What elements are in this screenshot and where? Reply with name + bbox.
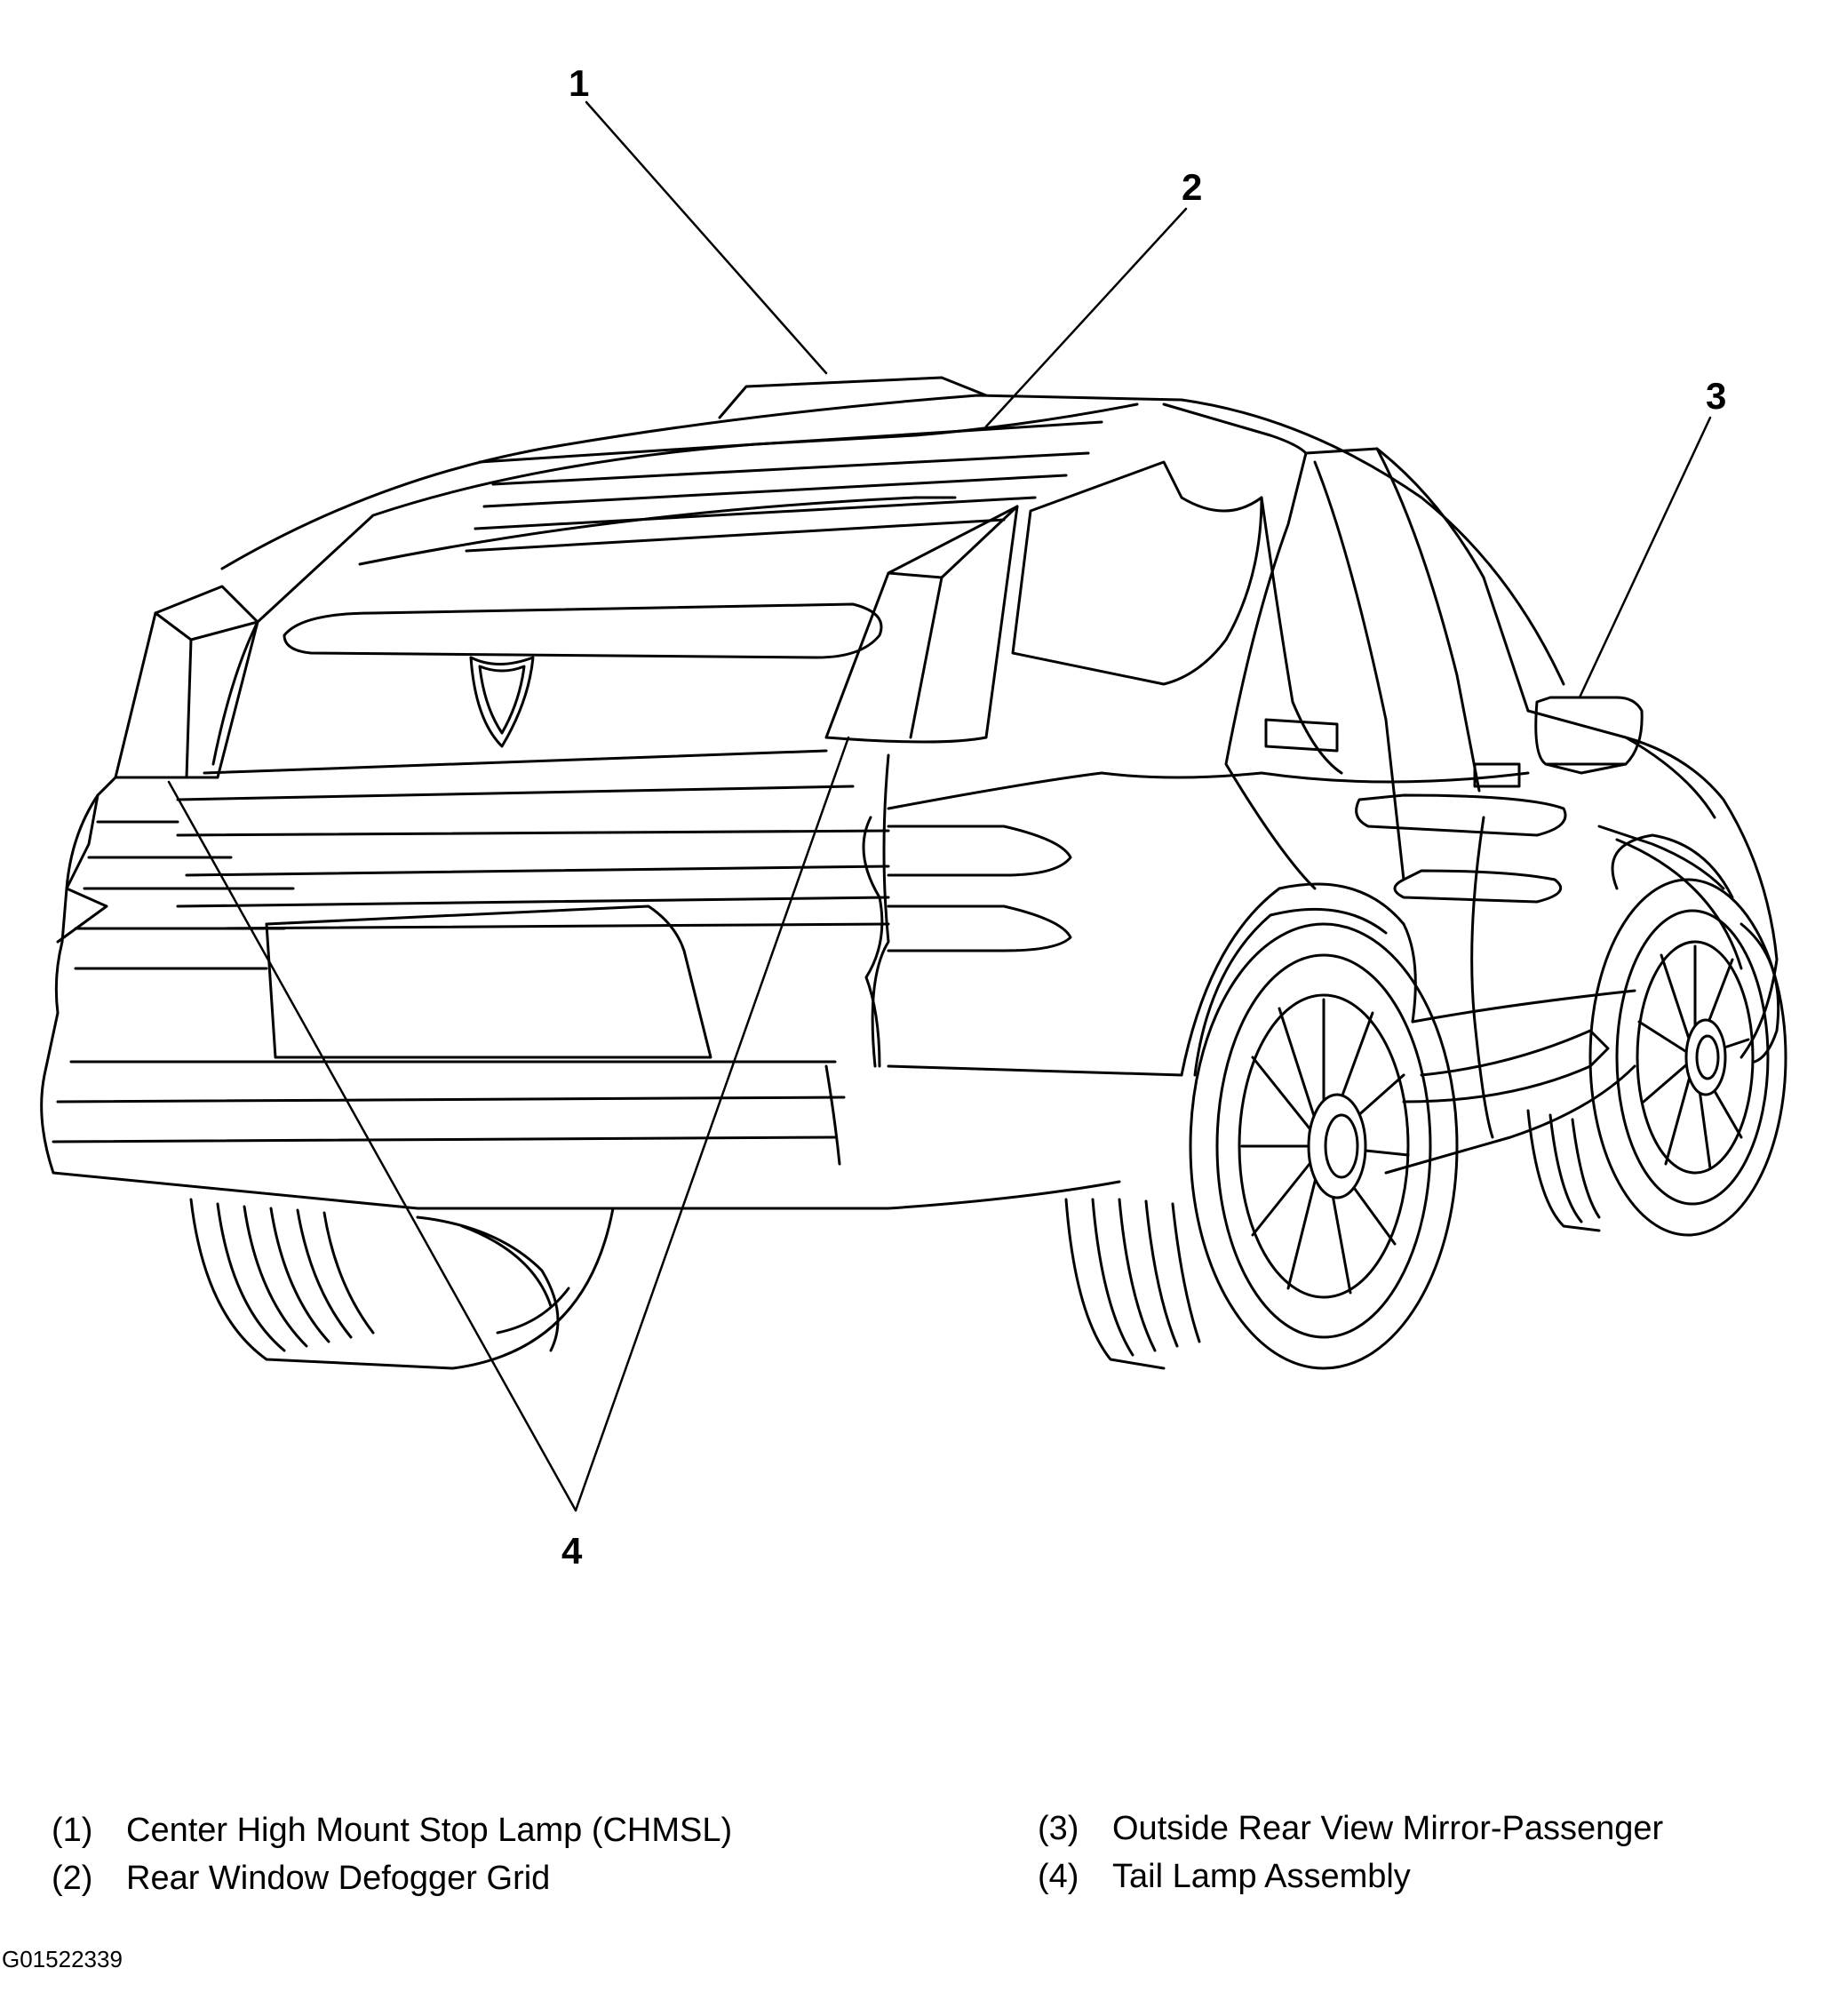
callout-2: 2 [1182,166,1202,208]
legend-number: (1) [52,1812,93,1849]
legend-number: (3) [1038,1810,1079,1847]
vehicle-body [40,376,1780,1210]
defogger-grid [465,451,1090,553]
right-tail-lamp [824,505,1019,744]
legend-item-4: (4) Tail Lamp Assembly [1038,1857,1411,1896]
legend-label: Outside Rear View Mirror-Passenger [1112,1810,1664,1847]
legend-label: Rear Window Defogger Grid [126,1860,551,1897]
callout-1: 1 [569,62,589,104]
passenger-outside-mirror [1534,696,1644,775]
left-tail-lamp [114,585,259,779]
leader-lines [167,100,1712,1512]
legend-label: Tail Lamp Assembly [1112,1858,1411,1895]
legend-item-3: (3) Outside Rear View Mirror-Passenger [1038,1809,1663,1848]
legend-number: (2) [52,1860,93,1897]
legend-item-1: (1) Center High Mount Stop Lamp (CHMSL) [52,1811,732,1850]
callout-4: 4 [561,1530,583,1572]
rear-left-tire [189,1198,615,1370]
rear-quarter-window [1011,460,1263,686]
leader-line-3 [1578,416,1712,699]
leader-line-2 [984,207,1188,428]
legend-item-2: (2) Rear Window Defogger Grid [52,1859,550,1898]
figure-id: G01522339 [2,1946,123,1972]
emblem-shield [469,656,535,748]
legend-label: Center High Mount Stop Lamp (CHMSL) [126,1812,733,1849]
callout-3: 3 [1706,375,1726,417]
leader-line-4a [167,780,577,1512]
legend-number: (4) [1038,1858,1079,1895]
rear-right-wheel [1064,922,1459,1370]
license-plate-recess [265,904,713,1059]
leader-line-1 [585,100,828,375]
front-right-wheel [1526,878,1787,1237]
leader-line-4b [574,736,850,1512]
chmsl-lamp [718,376,988,419]
side-marker [1264,718,1339,753]
